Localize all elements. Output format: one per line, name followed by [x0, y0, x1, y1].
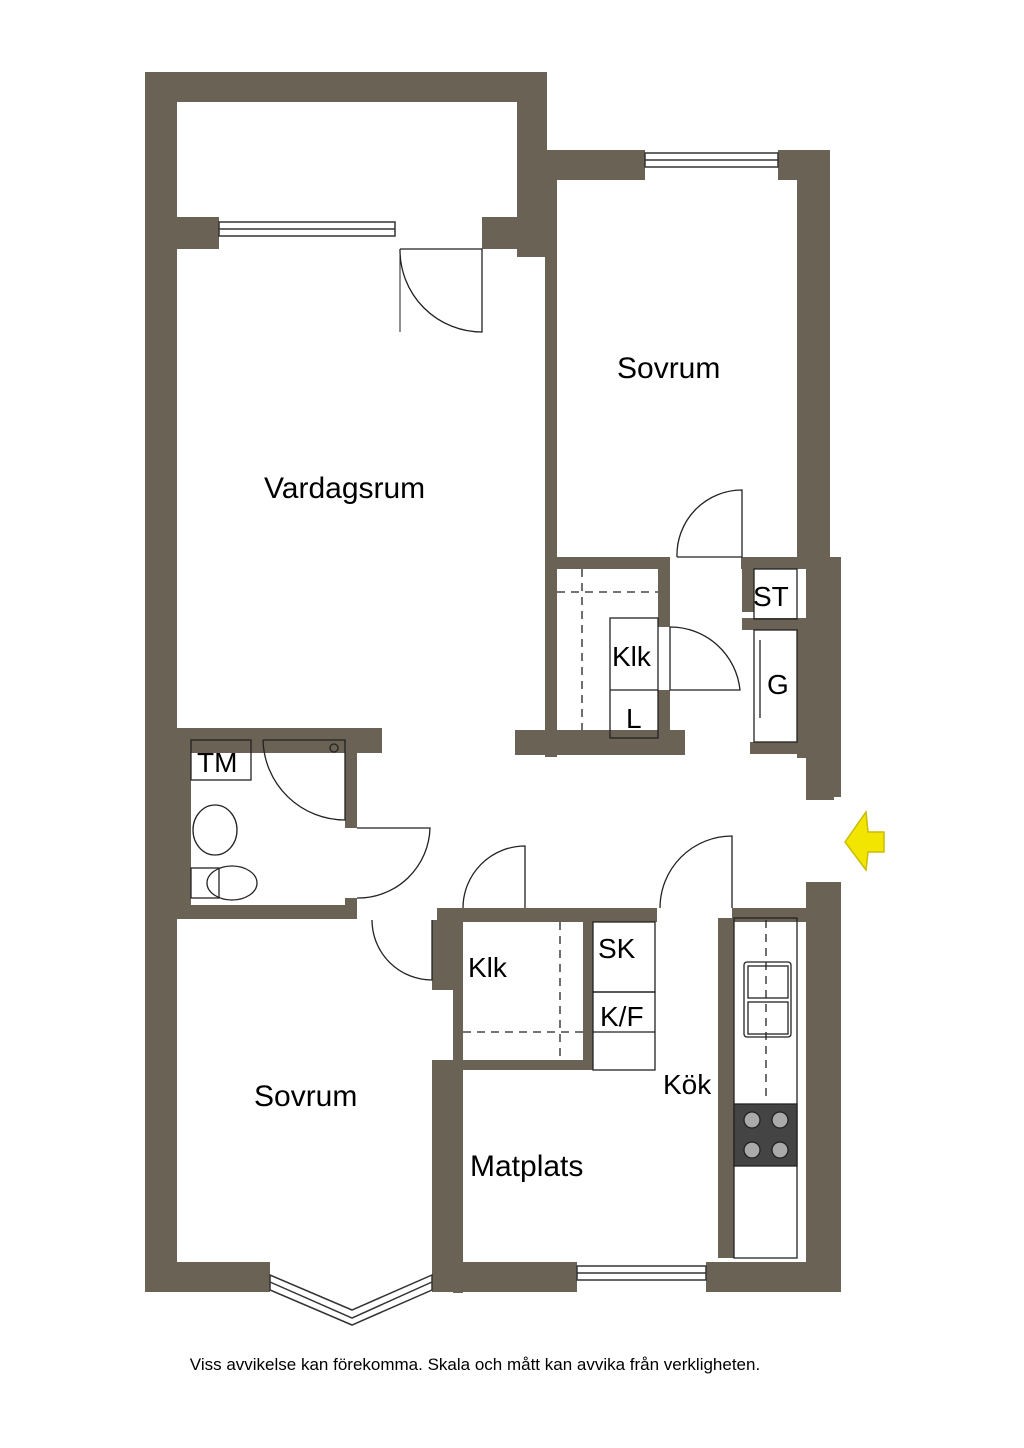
room-label-l: L — [626, 703, 642, 734]
disclaimer-text: Viss avvikelse kan förekomma. Skala och … — [189, 1355, 761, 1374]
room-label-tm: TM — [197, 747, 237, 778]
windows — [218, 152, 779, 1326]
fixtures — [190, 248, 798, 1259]
walls — [145, 72, 841, 1293]
room-label-klk-bottom: Klk — [468, 952, 508, 983]
room-label-kok: Kök — [663, 1069, 712, 1100]
room-label-g: G — [767, 669, 789, 700]
room-label-sovrum-top: Sovrum — [617, 352, 720, 385]
room-label-vardagsrum: Vardagsrum — [264, 472, 425, 505]
entrance-arrow-icon — [844, 809, 885, 872]
room-label-sovrum-bottom: Sovrum — [254, 1080, 357, 1113]
room-label-kf: K/F — [600, 1001, 644, 1032]
room-label-klk-top: Klk — [612, 641, 652, 672]
room-label-sk: SK — [598, 933, 636, 964]
room-label-st: ST — [753, 581, 789, 612]
room-label-matplats: Matplats — [470, 1150, 583, 1183]
